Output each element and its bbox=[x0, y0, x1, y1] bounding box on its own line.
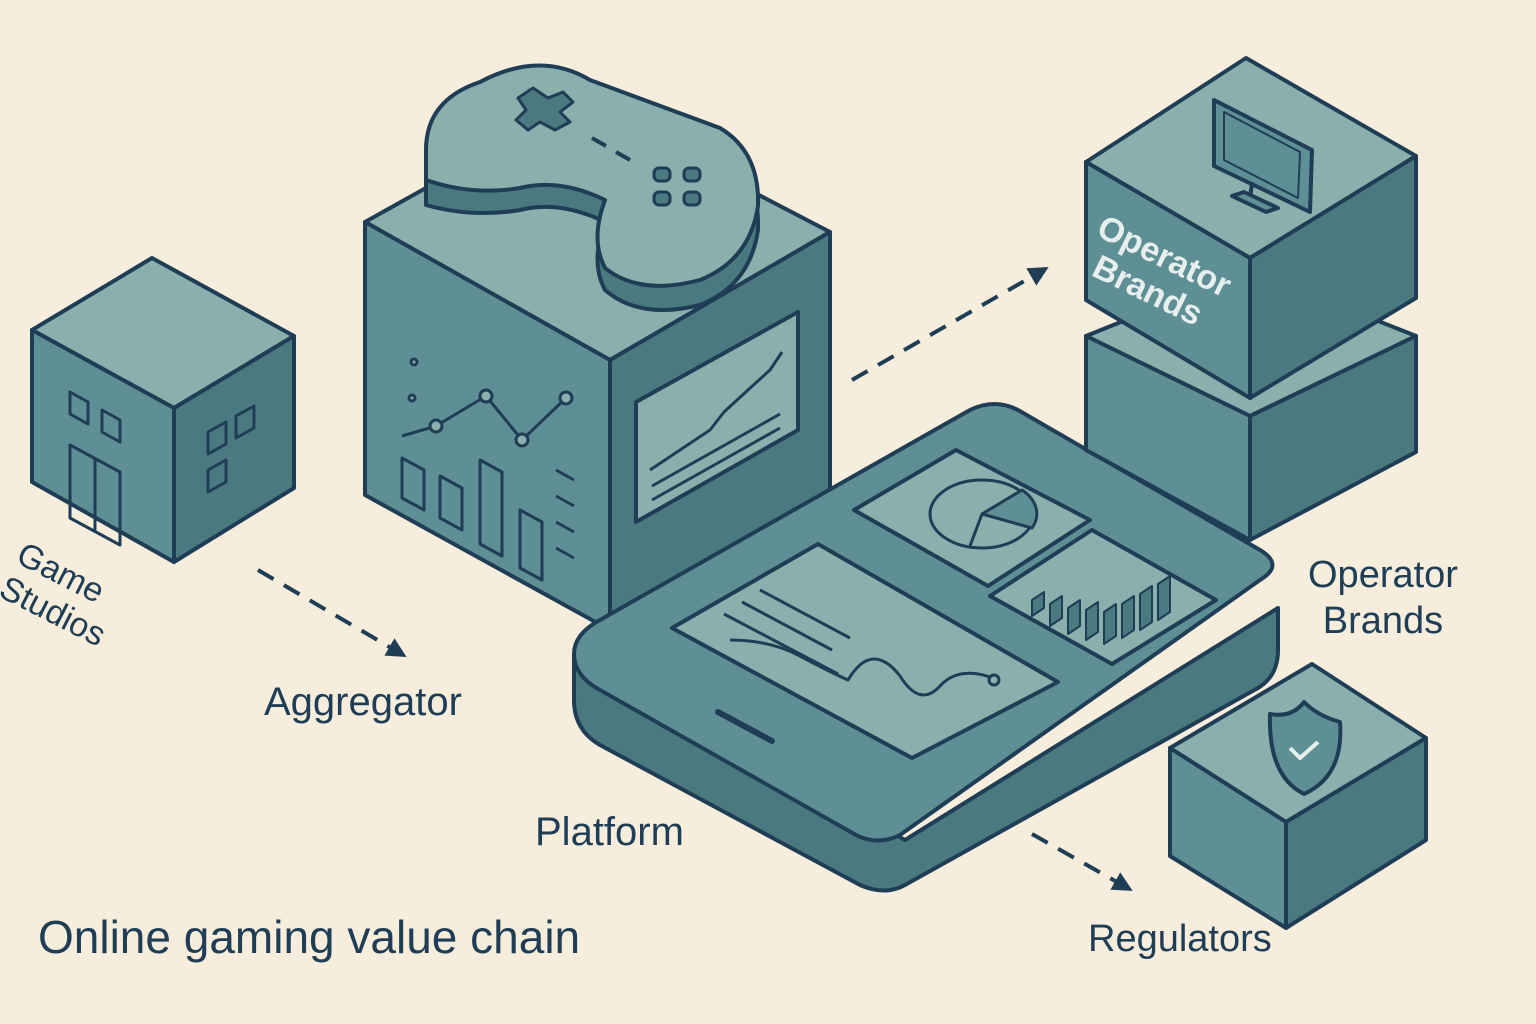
operator-brands-stack bbox=[1084, 56, 1418, 542]
arrow-platform-to-regulators bbox=[1031, 832, 1133, 891]
platform-label: Platform bbox=[535, 810, 684, 854]
arrow-aggregator-to-operators bbox=[851, 267, 1049, 382]
regulators-label: Regulators bbox=[1088, 918, 1272, 960]
diagram-title: Online gaming value chain bbox=[38, 911, 581, 963]
shield-check-icon bbox=[1267, 700, 1343, 796]
gamepad-icon bbox=[424, 63, 761, 312]
platform-pie-panel bbox=[852, 448, 1092, 588]
flow-arrows bbox=[256, 267, 1133, 891]
aggregator-screen bbox=[634, 310, 800, 524]
monitor-icon bbox=[1212, 98, 1314, 214]
aggregator-block bbox=[363, 63, 832, 632]
game-studios-block bbox=[30, 256, 296, 564]
platform-bar-panel bbox=[988, 528, 1218, 666]
regulators-block bbox=[1168, 662, 1428, 930]
aggregator-label: Aggregator bbox=[264, 680, 462, 724]
operator-brands-label: Operator Brands bbox=[1308, 552, 1458, 644]
operator-brands-label-line2: Brands bbox=[1322, 600, 1444, 642]
platform-line-chart-panel bbox=[670, 542, 1060, 760]
building-icon bbox=[68, 390, 256, 547]
platform-tablet bbox=[572, 402, 1280, 893]
operator-brands-label-line1: Operator bbox=[1308, 554, 1458, 596]
arrow-studios-to-aggregator bbox=[256, 568, 407, 658]
aggregator-chart-icon bbox=[400, 357, 575, 582]
